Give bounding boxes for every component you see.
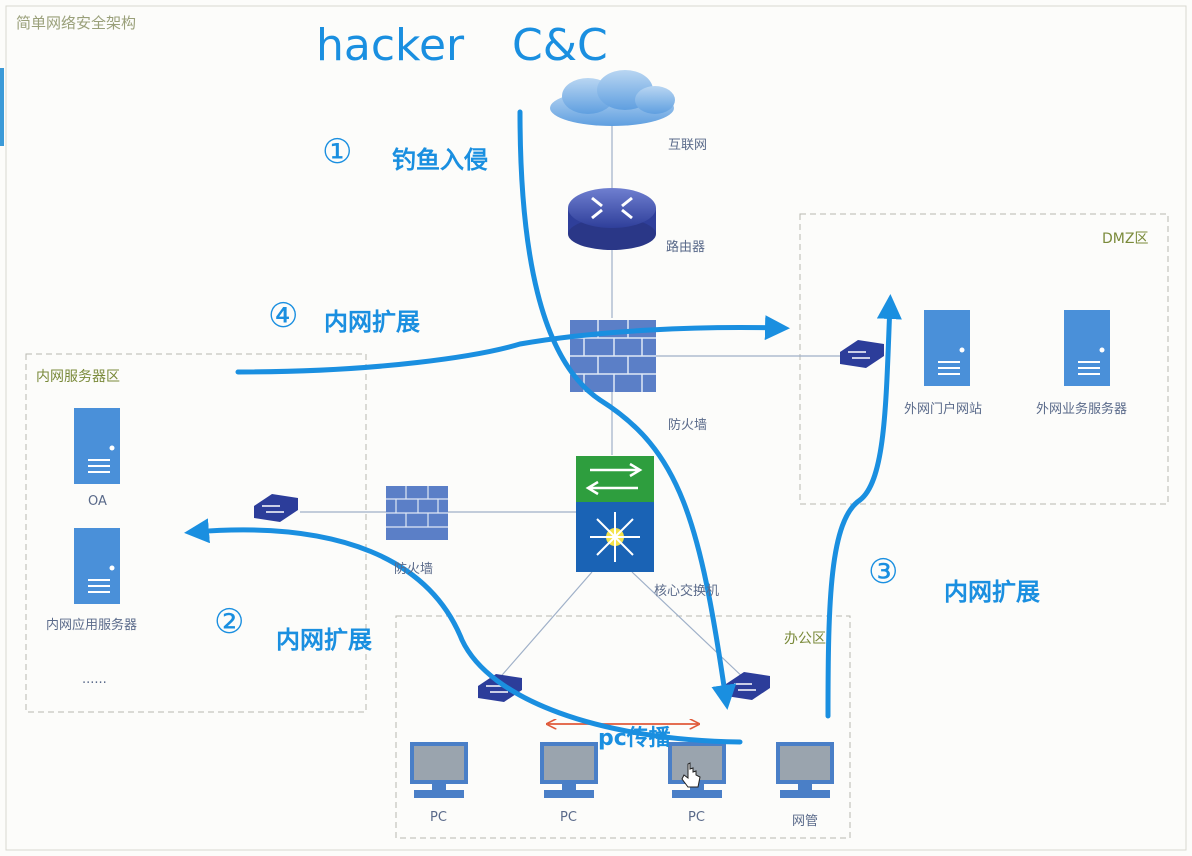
server-oa-icon: [74, 408, 120, 484]
page-title: 简单网络安全架构: [16, 14, 137, 32]
core-switch-icon: [576, 456, 654, 572]
internet-cloud-icon: [550, 70, 675, 126]
firewall-left-label: 防火墙: [394, 562, 434, 577]
dmz-zone: [799, 213, 1169, 505]
intranet-server-zone: [25, 353, 367, 713]
intranet-zone-title: 内网服务器区: [36, 369, 120, 385]
pc-2-icon: [540, 742, 598, 798]
switch-dmz-icon: [840, 340, 884, 368]
step-3-label: 内网扩展: [944, 578, 1040, 606]
switch-intranet-icon: [254, 494, 298, 522]
server-app-icon: [74, 528, 120, 604]
pc3-label: PC: [688, 810, 705, 825]
server-business-icon: [1064, 310, 1110, 386]
internet-label: 互联网: [668, 138, 708, 153]
pc-netmgr-icon: [776, 742, 834, 798]
switch-office-right-icon: [726, 672, 770, 700]
step-4-number: ④: [268, 296, 299, 336]
attack-path-1: [517, 109, 737, 710]
netmgr-label: 网管: [792, 814, 819, 829]
step-1-label: 钓鱼入侵: [392, 146, 488, 174]
firewall-left-icon: [386, 486, 448, 540]
biz-server-label: 外网业务服务器: [1036, 402, 1128, 417]
core-switch-label: 核心交换机: [654, 584, 720, 599]
pc-1-icon: [410, 742, 468, 798]
step-1-number: ①: [322, 132, 353, 172]
attack-path-4: [235, 315, 790, 375]
firewall-top-label: 防火墙: [668, 418, 708, 433]
ellipsis-label: ......: [82, 672, 107, 687]
pc-spread-label: pc传播: [598, 726, 671, 751]
cc-label: C&C: [512, 20, 608, 71]
attack-path-3: [825, 294, 902, 719]
left-edge-marker: [0, 68, 4, 146]
step-3-number: ③: [868, 552, 899, 592]
pc-3-icon: [668, 742, 726, 798]
router-icon: [568, 188, 656, 250]
oa-label: OA: [88, 494, 107, 509]
switch-office-left-icon: [478, 674, 522, 702]
hacker-label: hacker: [316, 20, 465, 71]
dmz-zone-title: DMZ区: [1102, 231, 1149, 247]
server-portal-icon: [924, 310, 970, 386]
office-zone-title: 办公区: [784, 631, 826, 647]
attack-path-2: [184, 518, 743, 745]
step-2-number: ②: [214, 602, 245, 642]
pc1-label: PC: [430, 810, 447, 825]
step-4-label: 内网扩展: [324, 308, 420, 336]
outer-frame: [5, 5, 1187, 851]
cursor-hand-icon: [681, 762, 701, 788]
office-zone: [395, 615, 851, 839]
portal-label: 外网门户网站: [904, 402, 983, 417]
pc2-label: PC: [560, 810, 577, 825]
app-server-label: 内网应用服务器: [46, 618, 138, 633]
router-label: 路由器: [666, 240, 706, 255]
step-2-label: 内网扩展: [276, 626, 372, 654]
